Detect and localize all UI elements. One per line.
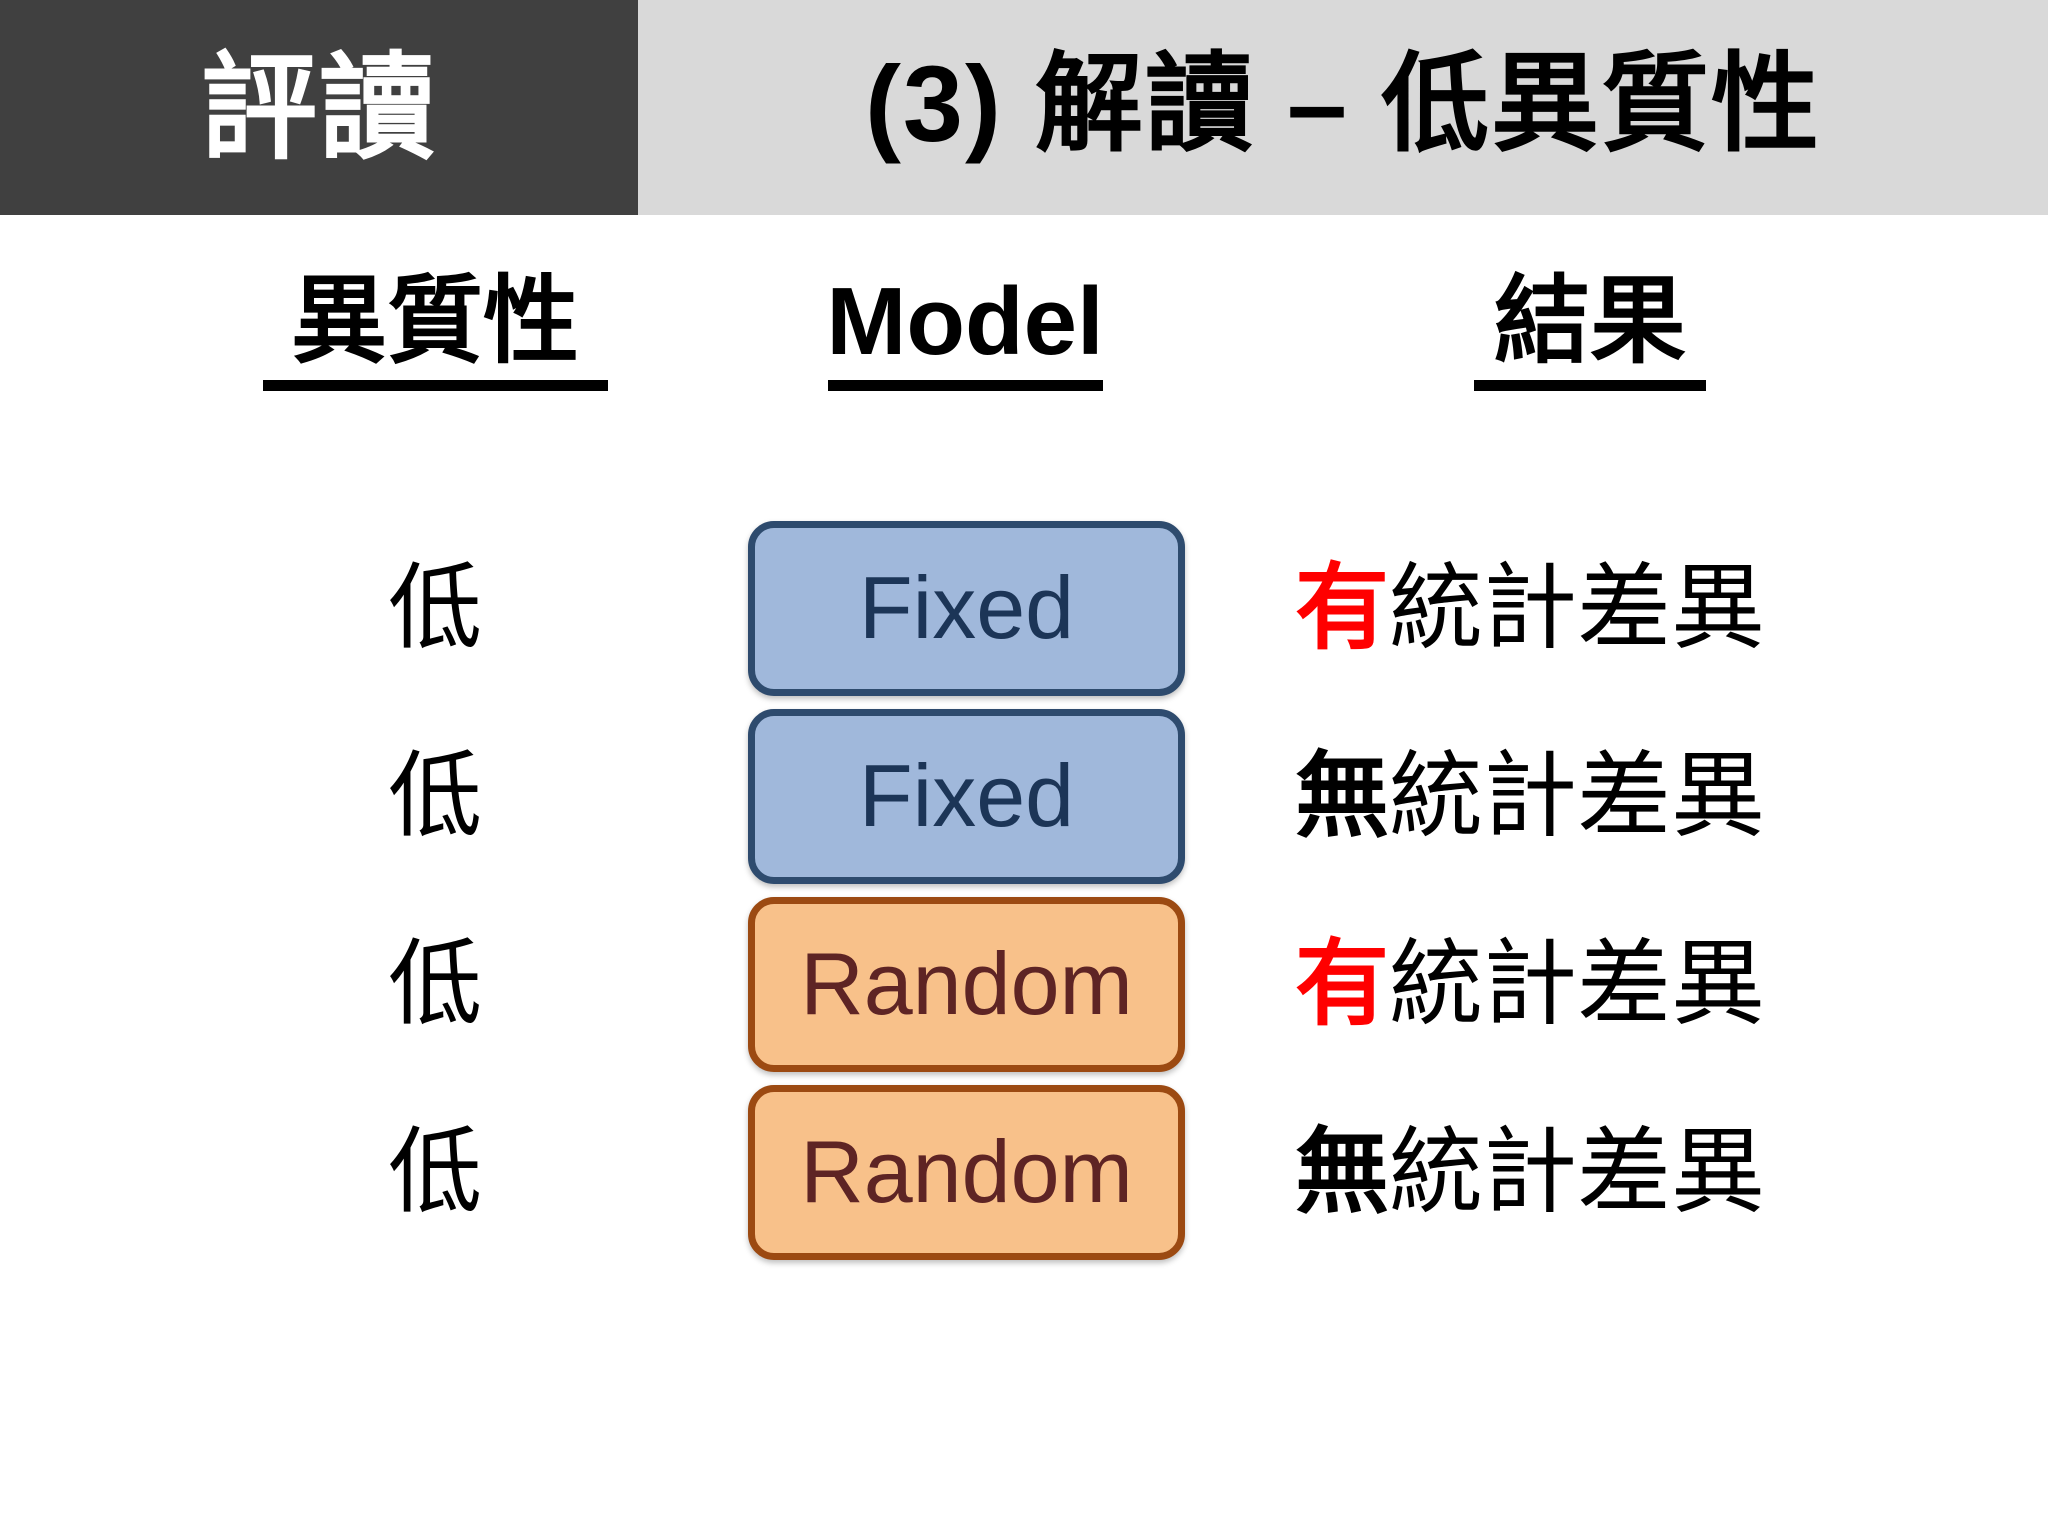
- cell-model: Fixed: [748, 515, 1185, 701]
- table-row: 低 Fixed 無統計差異: [0, 703, 2048, 889]
- table-row: 低 Random 無統計差異: [0, 1079, 2048, 1265]
- result-value: 有統計差異: [1295, 561, 1765, 655]
- cell-heterogeneity: 低: [225, 515, 645, 701]
- result-emphasis: 有: [1295, 931, 1390, 1036]
- result-value: 有統計差異: [1295, 937, 1765, 1031]
- column-header-model-label: Model: [826, 268, 1104, 375]
- cell-model: Fixed: [748, 703, 1185, 889]
- comparison-table: 異質性 Model 結果 低 Fixed 有統計差異 低 Fixed: [0, 215, 2048, 1536]
- column-header-result-underline: [1474, 379, 1706, 391]
- result-emphasis: 無: [1295, 1119, 1390, 1224]
- result-rest: 統計差異: [1389, 931, 1766, 1036]
- cell-heterogeneity: 低: [225, 703, 645, 889]
- cell-result: 無統計差異: [1295, 703, 1995, 889]
- model-badge-label: Random: [800, 1122, 1133, 1221]
- column-header-result: 結果: [1380, 270, 1800, 420]
- cell-result: 無統計差異: [1295, 1079, 1995, 1265]
- result-value: 無統計差異: [1295, 1125, 1765, 1219]
- result-rest: 統計差異: [1389, 743, 1766, 848]
- result-rest: 統計差異: [1389, 555, 1766, 660]
- header-section-tag-label: 評讀: [201, 42, 437, 173]
- table-row: 低 Random 有統計差異: [0, 891, 2048, 1077]
- model-badge-fixed[interactable]: Fixed: [748, 520, 1185, 696]
- result-rest: 統計差異: [1389, 1119, 1766, 1224]
- cell-heterogeneity: 低: [225, 1079, 645, 1265]
- heterogeneity-value: 低: [387, 555, 482, 660]
- column-header-heterogeneity-underline: [262, 379, 608, 391]
- slide-header: 評讀 (3) 解讀 – 低異質性: [0, 0, 2048, 215]
- heterogeneity-value: 低: [387, 931, 482, 1036]
- result-value: 無統計差異: [1295, 749, 1765, 843]
- header-title-container: (3) 解讀 – 低異質性: [638, 0, 2048, 215]
- cell-result: 有統計差異: [1295, 515, 1995, 701]
- column-header-model: Model: [755, 270, 1175, 420]
- heterogeneity-value: 低: [387, 1119, 482, 1224]
- model-badge-label: Fixed: [858, 558, 1075, 657]
- header-section-tag: 評讀: [0, 0, 638, 215]
- column-header-heterogeneity-label: 異質性: [291, 268, 579, 375]
- result-emphasis: 無: [1295, 743, 1390, 848]
- cell-model: Random: [748, 1079, 1185, 1265]
- table-row: 低 Fixed 有統計差異: [0, 515, 2048, 701]
- cell-result: 有統計差異: [1295, 891, 1995, 1077]
- page-title: (3) 解讀 – 低異質性: [864, 42, 1822, 164]
- cell-heterogeneity: 低: [225, 891, 645, 1077]
- result-emphasis: 有: [1295, 555, 1390, 660]
- heterogeneity-value: 低: [387, 743, 482, 848]
- column-header-heterogeneity: 異質性: [225, 270, 645, 420]
- column-header-model-underline: [827, 379, 1103, 391]
- model-badge-label: Fixed: [858, 746, 1075, 845]
- column-header-result-label: 結果: [1494, 268, 1686, 375]
- model-badge-fixed[interactable]: Fixed: [748, 708, 1185, 884]
- model-badge-random[interactable]: Random: [748, 896, 1185, 1072]
- model-badge-label: Random: [800, 934, 1133, 1033]
- cell-model: Random: [748, 891, 1185, 1077]
- model-badge-random[interactable]: Random: [748, 1084, 1185, 1260]
